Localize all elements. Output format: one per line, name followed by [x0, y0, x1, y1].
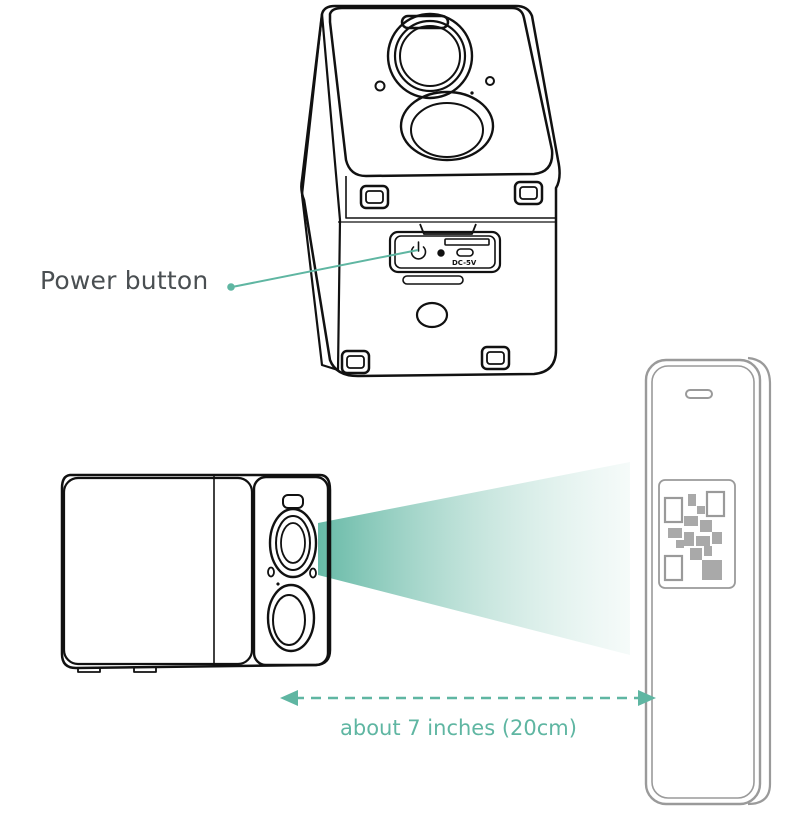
power-button-callout — [227, 249, 419, 291]
double-arrow-icon — [280, 690, 656, 706]
qr-code-icon — [663, 490, 726, 582]
camera-side-view — [60, 473, 332, 673]
phone — [644, 356, 772, 806]
camera-bottom-view — [300, 4, 561, 378]
distance-label: about 7 inches (20cm) — [340, 716, 577, 740]
power-button-label: Power button — [40, 266, 209, 295]
scan-beam — [318, 462, 630, 655]
port-label: DC-5V — [452, 259, 477, 267]
